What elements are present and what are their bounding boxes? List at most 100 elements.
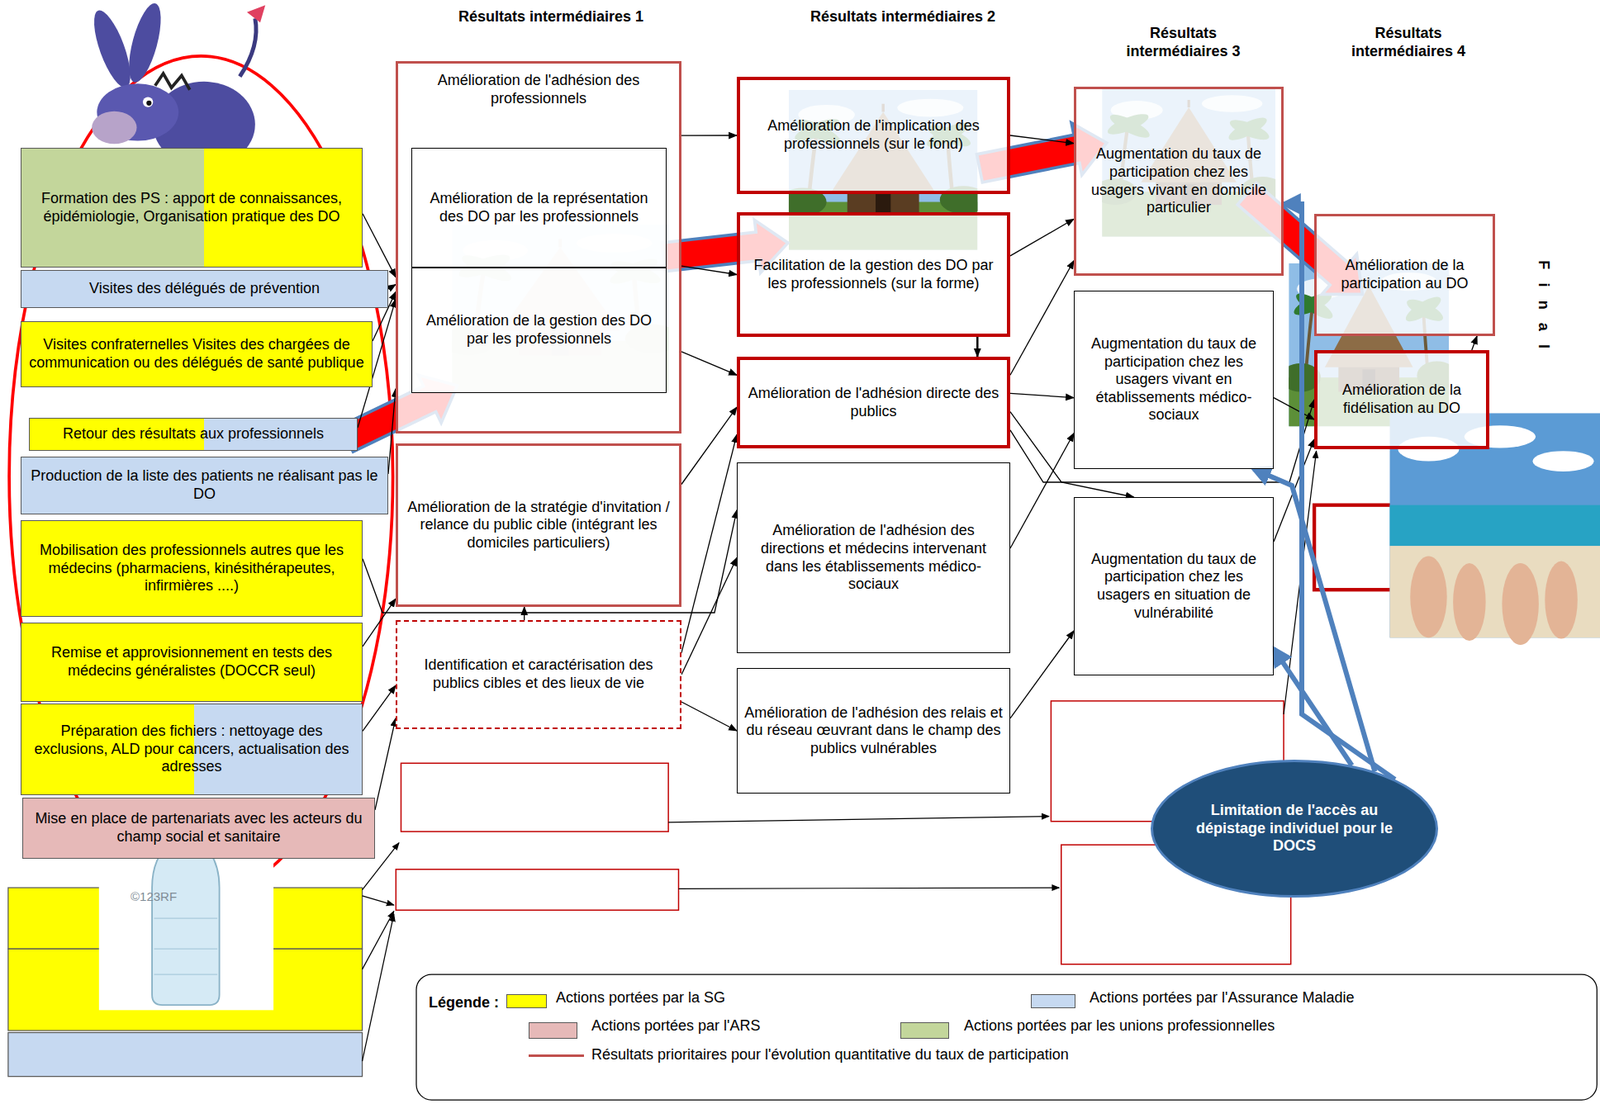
node-text: Visites confraternelles Visites des char… bbox=[28, 336, 366, 372]
connector-arrow bbox=[523, 607, 525, 621]
column-header: Résultats intermédiaires 1 bbox=[403, 8, 699, 27]
result-box: Augmentation du taux de participation ch… bbox=[1073, 86, 1284, 276]
connector-arrow bbox=[388, 284, 396, 290]
action-box: Mobilisation des professionnels autres q… bbox=[20, 520, 363, 618]
result-group: Amélioration de l'adhésion des professio… bbox=[395, 61, 682, 434]
node-text: Amélioration de l'implication des profes… bbox=[746, 117, 1001, 153]
node-text: Amélioration de l'adhésion des relais et… bbox=[744, 704, 1003, 759]
illustration-part bbox=[1452, 563, 1487, 641]
node-text: Amélioration de la représentation des DO… bbox=[418, 189, 660, 226]
illustration-part bbox=[142, 96, 153, 107]
action-box: Préparation des fichiers : nettoyage des… bbox=[20, 703, 363, 796]
node-text: Identification et caractérisation des pu… bbox=[403, 656, 674, 693]
illustration-part bbox=[362, 914, 395, 1062]
action-box: Mise en place de partenariats avec les a… bbox=[22, 797, 376, 860]
column-header: Résultats intermédiaires 4 bbox=[1326, 24, 1491, 61]
node-text: Amélioration de l'adhésion des professio… bbox=[404, 71, 673, 108]
illustration-part bbox=[362, 911, 395, 969]
connector-arrow bbox=[681, 351, 737, 376]
legend-title: Légende : bbox=[428, 994, 499, 1013]
result-box: Amélioration de la fidélisation au DO bbox=[1314, 350, 1490, 450]
node-text: Retour des résultats aux professionnels bbox=[62, 425, 324, 444]
legend-frame bbox=[416, 974, 1597, 1101]
illustration-part bbox=[668, 816, 1050, 823]
illustration-part bbox=[416, 974, 1597, 1101]
illustration-part bbox=[239, 18, 257, 76]
illustration-part bbox=[1410, 555, 1447, 638]
illustration-part bbox=[146, 100, 152, 106]
illustration-part bbox=[362, 896, 395, 906]
action-box: Retour des résultats aux professionnels bbox=[28, 417, 358, 452]
node-text: Préparation des fichiers : nettoyage des… bbox=[28, 722, 356, 777]
node-text: Limitation de l'accès au dépistage indiv… bbox=[1186, 802, 1403, 856]
connector-arrow bbox=[362, 213, 396, 278]
side-label: Final bbox=[1533, 250, 1553, 373]
node-text: Amélioration de l'adhésion des direction… bbox=[744, 522, 1003, 594]
illustration-part bbox=[400, 763, 669, 832]
constraint-ellipse: Limitation de l'accès au dépistage indiv… bbox=[1150, 759, 1439, 898]
connector-arrow bbox=[375, 718, 396, 811]
result-box: Amélioration de l'adhésion des direction… bbox=[736, 462, 1011, 654]
node-text: Facilitation de la gestion des DO par le… bbox=[746, 256, 1001, 293]
connector-arrow bbox=[1010, 261, 1074, 376]
result-box: Amélioration de la participation au DO bbox=[1314, 213, 1496, 337]
illustration-part bbox=[395, 869, 679, 911]
watermark: ©123RF bbox=[130, 889, 177, 905]
result-box: Amélioration de la gestion des DO par le… bbox=[411, 267, 667, 394]
highlight-ellipse bbox=[9, 56, 393, 898]
column-header: Résultats intermédiaires 2 bbox=[754, 8, 1051, 27]
illustration-part bbox=[1501, 563, 1539, 646]
illustration-part bbox=[678, 887, 1059, 889]
result-box: Augmentation du taux de participation ch… bbox=[1073, 290, 1274, 470]
action-box: Production de la liste des patients ne r… bbox=[20, 456, 389, 515]
connector-arrow bbox=[1010, 218, 1074, 257]
connector-arrow bbox=[681, 265, 737, 275]
connector-arrow bbox=[388, 389, 396, 475]
result-box: Amélioration de l'adhésion des relais et… bbox=[736, 668, 1011, 794]
connector-arrow bbox=[1010, 135, 1074, 144]
legend-swatch bbox=[506, 994, 547, 1009]
illustration-part bbox=[122, 0, 167, 86]
illustration-part bbox=[1544, 561, 1578, 640]
result-box: Amélioration de la stratégie d'invitatio… bbox=[395, 443, 682, 608]
result-box: Identification et caractérisation des pu… bbox=[395, 620, 682, 730]
result-box: Amélioration de l'implication des profes… bbox=[736, 76, 1011, 195]
connector-arrow bbox=[681, 434, 737, 653]
result-box: Amélioration de la représentation des DO… bbox=[411, 147, 667, 268]
connector-arrow bbox=[1273, 398, 1315, 420]
result-box: Facilitation de la gestion des DO par le… bbox=[736, 212, 1011, 338]
column-header: Résultats intermédiaires 3 bbox=[1106, 24, 1260, 61]
legend-line-sample bbox=[528, 1054, 584, 1058]
node-text: Amélioration de l'adhésion directe des p… bbox=[746, 384, 1001, 421]
legend-swatch bbox=[900, 1022, 950, 1040]
action-box: Formation des PS : apport de connaissanc… bbox=[20, 147, 363, 268]
connector-arrow bbox=[681, 558, 737, 676]
action-box: Visites confraternelles Visites des char… bbox=[20, 321, 373, 388]
node-text: Mise en place de partenariats avec les a… bbox=[29, 810, 368, 846]
legend-text: Actions portées par la SG bbox=[555, 989, 726, 1008]
connector-arrow bbox=[1010, 433, 1074, 549]
node-text: Mobilisation des professionnels autres q… bbox=[28, 541, 356, 596]
illustration-part bbox=[155, 73, 190, 91]
node-text: Production de la liste des patients ne r… bbox=[28, 467, 381, 504]
legend-swatch bbox=[528, 1022, 578, 1040]
legend-text: Actions portées par l'Assurance Maladie bbox=[1089, 989, 1355, 1008]
node-text: Formation des PS : apport de connaissanc… bbox=[28, 189, 356, 226]
illustration-part bbox=[91, 111, 137, 145]
legend-text: Actions portées par les unions professio… bbox=[963, 1017, 1275, 1036]
node-text: Visites des délégués de prévention bbox=[89, 280, 320, 299]
action-box: Remise et approvisionnement en tests des… bbox=[20, 622, 363, 703]
connector-arrow bbox=[681, 702, 737, 732]
connector-arrow bbox=[1010, 631, 1074, 719]
illustration-part bbox=[8, 1033, 363, 1078]
result-box: Amélioration de l'adhésion directe des p… bbox=[736, 356, 1011, 449]
node-text: Remise et approvisionnement en tests des… bbox=[28, 644, 356, 680]
node-text: Amélioration de la fidélisation au DO bbox=[1324, 381, 1480, 418]
node-text: Amélioration de la gestion des DO par le… bbox=[418, 312, 660, 348]
connector-arrow bbox=[976, 337, 979, 357]
action-box: Visites des délégués de prévention bbox=[20, 270, 389, 309]
connector-arrow bbox=[1010, 393, 1074, 398]
illustration-part bbox=[1532, 451, 1594, 472]
connector-arrow bbox=[681, 134, 737, 136]
